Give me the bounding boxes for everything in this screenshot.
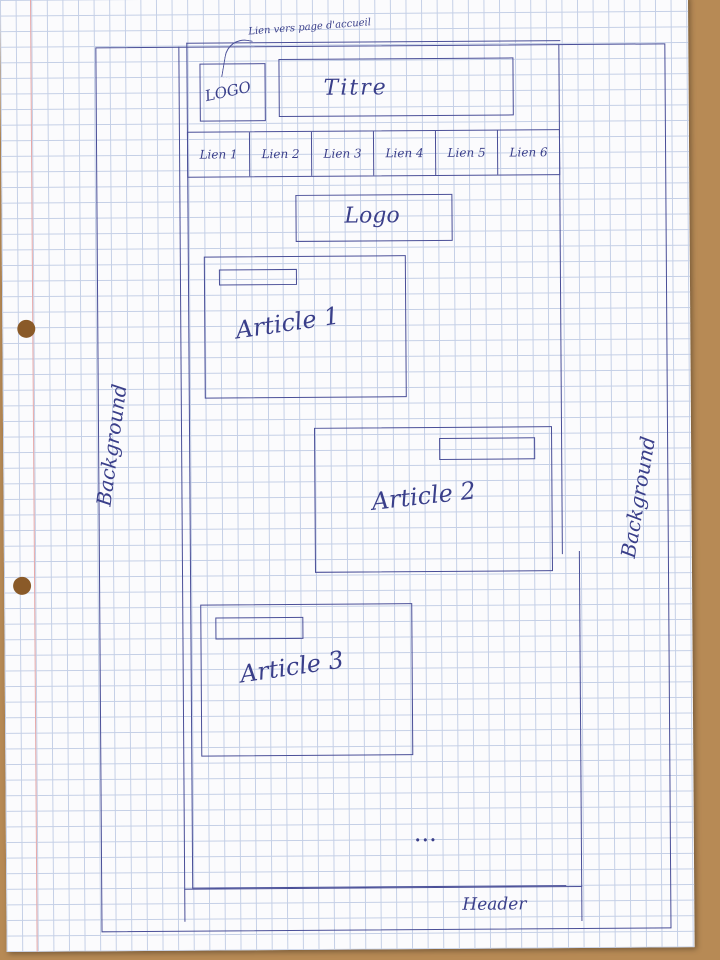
margin-line <box>29 0 38 952</box>
article-card-3[interactable]: Article 3 <box>200 603 414 757</box>
article-3-title-bar <box>215 616 304 640</box>
header-logo-box[interactable]: LOGO <box>199 63 266 122</box>
article-3-label: Article 3 <box>238 645 346 689</box>
nav-link-3[interactable]: Lien 3 <box>311 131 375 176</box>
article-card-2[interactable]: Article 2 <box>313 426 554 573</box>
nav-bar: Lien 1 Lien 2 Lien 3 Lien 4 Lien 5 Lien … <box>186 129 561 178</box>
article-2-label: Article 2 <box>370 476 478 516</box>
punch-hole <box>17 319 36 338</box>
nav-link-5[interactable]: Lien 5 <box>435 130 499 175</box>
article-card-1[interactable]: Article 1 <box>203 255 407 399</box>
article-1-label: Article 1 <box>233 301 342 345</box>
nav-link-4[interactable]: Lien 4 <box>373 130 437 176</box>
nav-link-1[interactable]: Lien 1 <box>187 132 251 177</box>
header-logo-label: LOGO <box>203 77 253 106</box>
graph-paper-sheet: Lien vers page d'accueil LOGO Titre Lien… <box>0 0 695 952</box>
header-title-box: Titre <box>278 57 514 118</box>
more-ellipsis: ... <box>413 818 437 848</box>
nav-link-2[interactable]: Lien 2 <box>249 131 313 177</box>
main-logo-label: Logo <box>344 203 400 229</box>
nav-link-6[interactable]: Lien 6 <box>509 145 548 160</box>
article-1-title-bar <box>218 268 297 286</box>
footer-label: Header <box>462 894 527 915</box>
main-logo-box: Logo <box>295 193 453 242</box>
header-title-label: Titre <box>323 75 388 101</box>
article-2-title-bar <box>439 437 536 460</box>
home-link-annotation: Lien vers page d'accueil <box>247 17 372 38</box>
punch-hole <box>13 576 32 595</box>
